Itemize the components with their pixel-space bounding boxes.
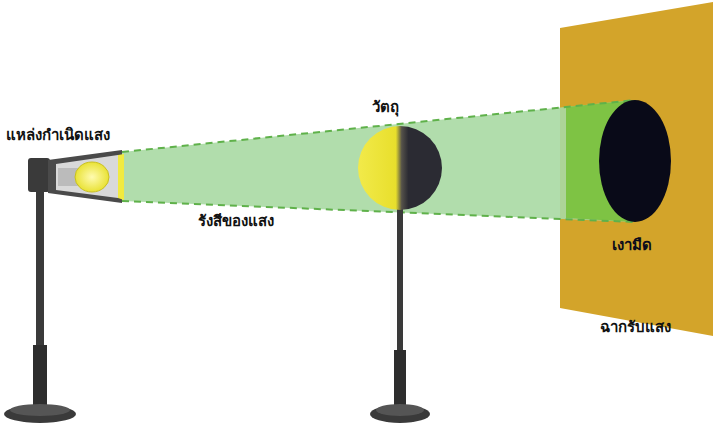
stand-pole bbox=[33, 345, 47, 405]
stand-pole bbox=[394, 350, 406, 405]
light-rays-label: รังสีของแสง bbox=[198, 212, 274, 230]
lamp-housing bbox=[48, 150, 122, 203]
screen-label: ฉากรับแสง bbox=[600, 318, 671, 336]
stand-base bbox=[376, 404, 424, 416]
lamp-inner bbox=[56, 155, 118, 198]
screen bbox=[560, 2, 713, 336]
light-source-label: แหล่งกำเนิดแสง bbox=[6, 126, 110, 144]
light-beam bbox=[122, 100, 635, 222]
lamp-cap bbox=[28, 158, 50, 192]
object-label: วัตถุ bbox=[372, 98, 399, 116]
bulb bbox=[75, 162, 109, 192]
shadow bbox=[599, 100, 671, 222]
shadow-label: เงามืด bbox=[612, 236, 652, 254]
lamp-lens bbox=[118, 154, 124, 200]
stand-base bbox=[10, 404, 70, 416]
stand-base bbox=[4, 405, 76, 423]
stand-base bbox=[370, 405, 430, 423]
object-ball bbox=[358, 126, 442, 210]
